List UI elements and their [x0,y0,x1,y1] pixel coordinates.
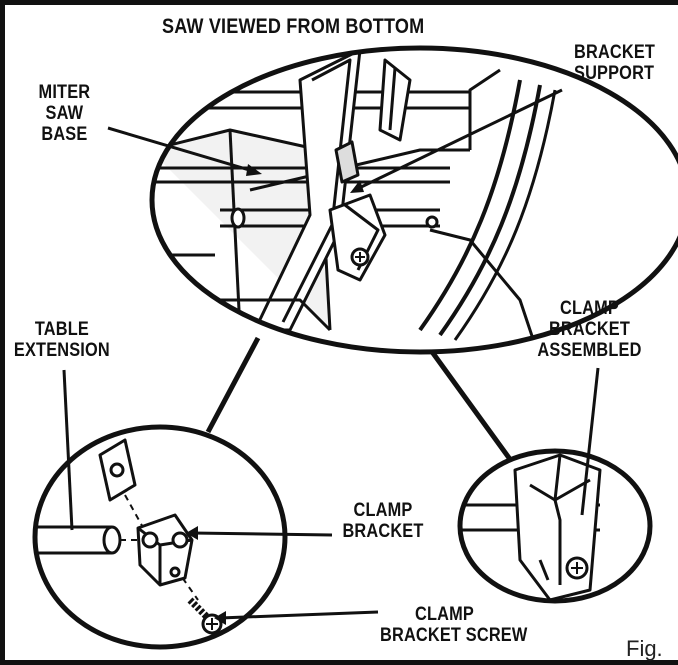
diagram-title: SAW VIEWED FROM BOTTOM [162,15,425,38]
leader-clamp-bracket [191,531,333,537]
arrowhead-miter-saw-base [246,164,262,176]
label-miter-saw-base-line1: MITER [38,82,91,103]
figure-caption: Fig. [626,636,663,661]
saw-bottom-view [149,45,678,355]
leader-lines [62,88,600,620]
leader-clamp-bracket-screw [219,610,379,620]
connector-line-left [205,336,261,434]
label-table-extension: TABLE EXTENSION [6,319,118,361]
leader-table-extension [62,369,74,531]
label-clamp-bracket: CLAMP BRACKET [340,500,426,542]
label-clamp-bracket-line1: CLAMP [353,500,413,521]
label-clamp-bracket-screw-line1: CLAMP [415,604,474,625]
leader-bracket-support [354,88,563,192]
leader-clamp-bracket-assembled [580,367,600,516]
label-miter-saw-base: MITER SAW BASE [30,82,99,145]
connector-line-right [419,336,515,464]
label-table-extension-line1: TABLE [34,319,89,340]
arrowhead-clamp-bracket-screw [214,611,226,625]
label-miter-saw-base-line3: BASE [41,124,88,145]
label-miter-saw-base-line2: SAW [45,103,84,124]
leader-miter-saw-base [107,126,257,174]
assembled-clamp-bracket-view [457,448,653,604]
label-clamp-bracket-assembled-line3: ASSEMBLED [537,340,642,361]
label-table-extension-line2: EXTENSION [13,340,110,361]
label-clamp-bracket-assembled-line2: BRACKET [548,319,631,340]
label-clamp-bracket-screw: CLAMP BRACKET SCREW [380,604,528,646]
exploded-clamp-bracket-view [32,424,288,650]
label-clamp-bracket-screw-line2: BRACKET SCREW [380,625,528,646]
label-bracket-support: BRACKET SUPPORT [574,42,655,84]
label-bracket-support-line2: SUPPORT [574,63,655,84]
label-bracket-support-line1: BRACKET [574,42,656,63]
label-clamp-bracket-assembled-line1: CLAMP [560,298,619,319]
label-clamp-bracket-assembled: CLAMP BRACKET ASSEMBLED [525,298,654,361]
leader-arrowheads [186,164,364,625]
arrowhead-clamp-bracket [186,526,198,540]
label-clamp-bracket-line2: BRACKET [342,521,424,542]
arrowhead-bracket-support [350,180,364,193]
